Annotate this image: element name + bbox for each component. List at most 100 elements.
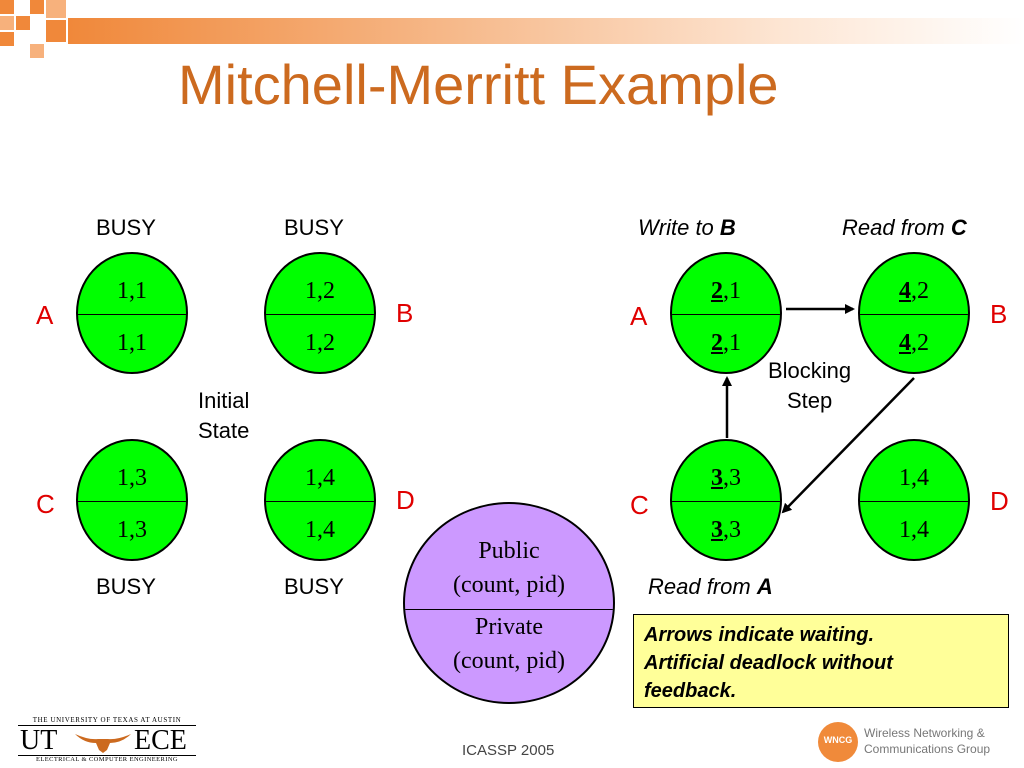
node-divider <box>860 501 968 502</box>
busy-label-d: BUSY <box>284 574 344 599</box>
process-node-c: 1,3 1,3 <box>76 439 188 561</box>
logo-text: ECE <box>134 725 187 756</box>
private-label: 3,3 <box>672 517 780 544</box>
process-letter-b: B <box>990 299 1008 329</box>
legend-node: Public (count, pid) Private (count, pid) <box>403 502 615 704</box>
logo-rule <box>18 755 196 756</box>
process-letter-a: A <box>36 300 54 330</box>
process-letter-c: C <box>36 489 55 519</box>
count-value: 4 <box>899 278 911 304</box>
count-value: 2 <box>711 278 723 304</box>
decor-square <box>16 16 30 30</box>
label-prefix: Write to <box>638 215 720 240</box>
caption-line: State <box>198 418 250 443</box>
node-divider <box>672 314 780 315</box>
process-node-b: 4,2 4,2 <box>858 252 970 374</box>
pid-value: ,3 <box>723 465 741 491</box>
process-node-d: 1,4 1,4 <box>264 439 376 561</box>
pid-value: ,2 <box>911 278 929 304</box>
wncg-logo: WNCG Wireless Networking & Communication… <box>818 720 1008 762</box>
public-label: 3,3 <box>672 465 780 492</box>
logo-text: Communications Group <box>864 742 991 756</box>
legend-line: Public <box>478 538 540 564</box>
pid-value: ,3 <box>723 517 741 543</box>
node-divider <box>78 501 186 502</box>
pid-value: ,1 <box>723 278 741 304</box>
busy-label-a: BUSY <box>96 215 156 240</box>
busy-label-b: BUSY <box>284 215 344 240</box>
process-letter-a: A <box>630 301 648 331</box>
decor-square <box>0 16 14 30</box>
process-letter-d: D <box>990 486 1009 516</box>
private-label: 1,1 <box>117 330 147 356</box>
node-divider <box>266 314 374 315</box>
process-letter-c: C <box>630 490 649 520</box>
decor-square <box>30 0 44 14</box>
busy-label-c: BUSY <box>96 574 156 599</box>
public-label: 1,4 <box>899 465 929 491</box>
legend-public: Public (count, pid) <box>405 534 613 602</box>
decor-square <box>30 44 44 58</box>
process-node-b: 1,2 1,2 <box>264 252 376 374</box>
public-label: 2,1 <box>672 278 780 305</box>
note-line: Artificial deadlock without <box>644 652 893 674</box>
legend-line: (count, pid) <box>453 648 565 674</box>
node-divider <box>860 314 968 315</box>
process-node-a: 1,1 1,1 <box>76 252 188 374</box>
logo-text: UT <box>20 725 58 756</box>
count-value: 3 <box>711 465 723 491</box>
legend-divider <box>405 609 613 610</box>
decor-square <box>46 0 66 18</box>
label-target: A <box>756 574 773 599</box>
footer-text: ICASSP 2005 <box>462 742 555 759</box>
pid-value: ,1 <box>723 330 741 356</box>
public-label: 1,1 <box>117 278 147 304</box>
arrow-b-to-c <box>781 377 915 514</box>
logo-rule <box>18 725 196 726</box>
logo-text: ELECTRICAL & COMPUTER ENGINEERING <box>35 756 179 763</box>
read-from-a-label: Read from A <box>648 574 773 600</box>
note-line: feedback. <box>644 680 737 702</box>
title-bar-gradient <box>68 18 1024 44</box>
legend-private: Private (count, pid) <box>405 610 613 678</box>
process-node-d: 1,4 1,4 <box>858 439 970 561</box>
public-label: 1,2 <box>305 278 335 304</box>
caption-line: Step <box>786 388 833 413</box>
caption-line: Initial <box>198 388 250 413</box>
logo-text: THE UNIVERSITY OF TEXAS AT AUSTIN <box>32 716 182 724</box>
node-divider <box>78 314 186 315</box>
decor-square <box>0 0 14 14</box>
initial-state-caption: Initial State <box>198 386 249 446</box>
slide-title: Mitchell-Merritt Example <box>178 53 779 116</box>
private-label: 2,1 <box>672 330 780 357</box>
private-label: 1,4 <box>305 517 335 543</box>
process-node-c: 3,3 3,3 <box>670 439 782 561</box>
label-prefix: Read from <box>842 215 951 240</box>
private-label: 1,2 <box>305 330 335 356</box>
legend-line: (count, pid) <box>453 572 565 598</box>
legend-line: Private <box>475 614 543 640</box>
decor-square <box>46 20 66 42</box>
process-node-a: 2,1 2,1 <box>670 252 782 374</box>
longhorn-icon <box>75 734 131 753</box>
node-divider <box>266 501 374 502</box>
count-value: 4 <box>899 330 911 356</box>
node-divider <box>672 501 780 502</box>
label-target: C <box>950 215 967 240</box>
write-to-b-label: Write to B <box>638 215 736 241</box>
note-box: Arrows indicate waiting. Artificial dead… <box>633 614 1009 708</box>
public-label: 1,4 <box>305 465 335 491</box>
private-label: 4,2 <box>860 330 968 357</box>
note-line: Arrows indicate waiting. <box>644 624 875 646</box>
wncg-badge-icon <box>818 722 858 762</box>
public-label: 4,2 <box>860 278 968 305</box>
private-label: 1,3 <box>117 517 147 543</box>
label-target: B <box>719 215 736 240</box>
label-prefix: Read from <box>648 574 757 599</box>
logo-text: Wireless Networking & <box>864 726 985 740</box>
count-value: 3 <box>711 517 723 543</box>
caption-line: Blocking <box>768 358 852 383</box>
pid-value: ,2 <box>911 330 929 356</box>
count-value: 2 <box>711 330 723 356</box>
